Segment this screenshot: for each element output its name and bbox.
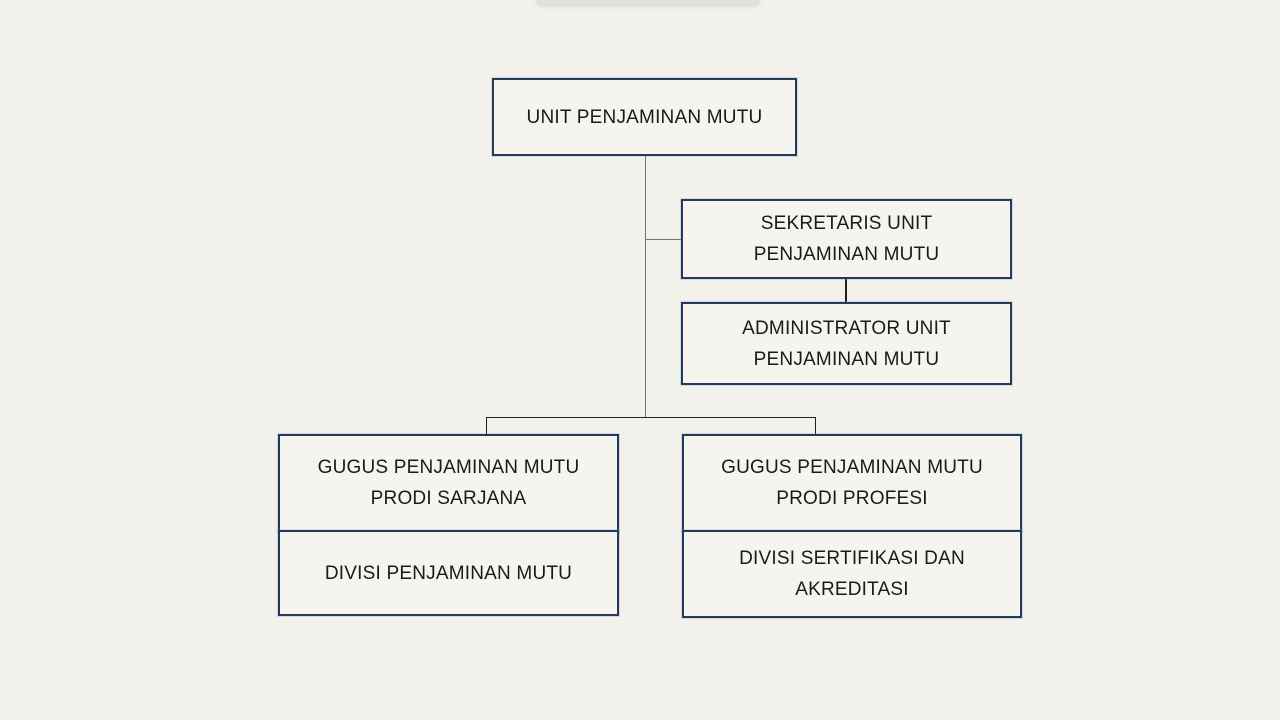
node-label: GUGUS PENJAMINAN MUTU PRODI PROFESI	[721, 457, 983, 509]
connector-drop-left	[486, 417, 487, 434]
connector-unit-to-sekretaris	[646, 239, 681, 240]
node-label: GUGUS PENJAMINAN MUTU PRODI SARJANA	[317, 457, 580, 509]
node-label: UNIT PENJAMINAN MUTU	[526, 106, 763, 128]
node-label: DIVISI SERTIFIKASI DAN AKREDITASI	[739, 548, 965, 600]
node-label: DIVISI PENJAMINAN MUTU	[324, 562, 573, 584]
node-divisi-sertifikasi-dan-akreditasi: DIVISI SERTIFIKASI DAN AKREDITASI	[682, 530, 1022, 618]
node-administrator-unit-penjaminan-mutu: ADMINISTRATOR UNIT PENJAMINAN MUTU	[681, 302, 1012, 385]
connector-drop-right	[815, 417, 816, 434]
connector-sekretaris-to-administrator	[845, 279, 847, 302]
node-sekretaris-unit-penjaminan-mutu: SEKRETARIS UNIT PENJAMINAN MUTU	[681, 199, 1012, 279]
connector-trunk-vertical	[645, 156, 646, 417]
node-gugus-penjaminan-mutu-prodi-profesi: GUGUS PENJAMINAN MUTU PRODI PROFESI	[682, 434, 1022, 532]
node-label: SEKRETARIS UNIT PENJAMINAN MUTU	[753, 213, 940, 265]
top-edge-shadow	[537, 0, 759, 4]
node-unit-penjaminan-mutu: UNIT PENJAMINAN MUTU	[492, 78, 797, 156]
node-label: ADMINISTRATOR UNIT PENJAMINAN MUTU	[742, 317, 951, 370]
connector-branch-horizontal	[486, 417, 816, 418]
node-divisi-penjaminan-mutu: DIVISI PENJAMINAN MUTU	[278, 530, 619, 616]
node-gugus-penjaminan-mutu-prodi-sarjana: GUGUS PENJAMINAN MUTU PRODI SARJANA	[278, 434, 619, 532]
